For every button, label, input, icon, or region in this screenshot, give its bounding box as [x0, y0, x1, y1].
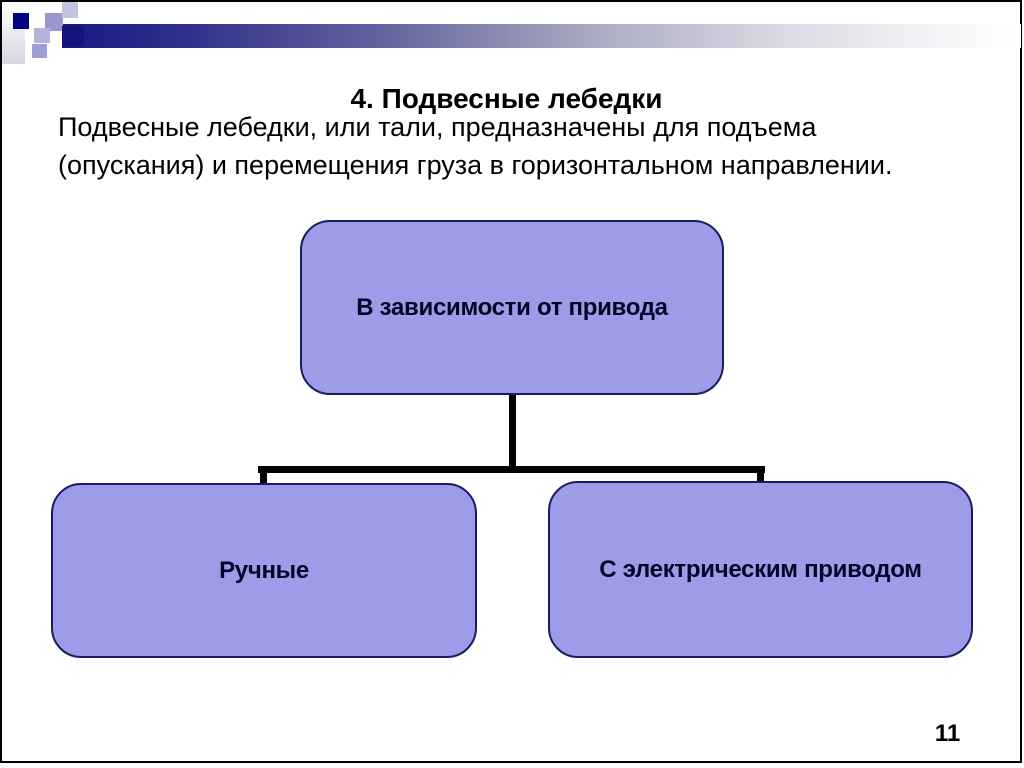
connector-horizontal	[258, 466, 765, 473]
corner-square-navy2-icon	[62, 26, 84, 46]
connector-drop-right	[757, 466, 764, 483]
corner-square-lavender-icon	[45, 13, 63, 31]
diagram-node-electric: С электрическим приводом	[548, 481, 973, 658]
diagram-node-manual: Ручные	[51, 483, 477, 658]
slide-title: 4. Подвесные лебедки	[350, 83, 663, 114]
header-gradient-bar	[62, 24, 1021, 48]
corner-square-lavender3-icon	[32, 44, 47, 58]
slide-body-text: Подвесные лебедки, или тали, предназначе…	[58, 112, 893, 180]
diagram-node-root: В зависимости от привода	[300, 220, 724, 395]
diagram-node-manual-label: Ручные	[219, 556, 309, 584]
corner-gradient-strip	[2, 2, 25, 64]
diagram-node-root-label: В зависимости от привода	[356, 293, 668, 321]
connector-drop-left	[260, 466, 267, 485]
diagram-node-electric-label: С электрическим приводом	[599, 555, 922, 583]
page-number: 11	[934, 720, 961, 747]
corner-square-light-icon	[62, 2, 78, 18]
corner-square-navy-icon	[13, 13, 29, 29]
corner-square-lavender2-icon	[34, 28, 50, 43]
connector-root-vertical	[509, 393, 516, 473]
